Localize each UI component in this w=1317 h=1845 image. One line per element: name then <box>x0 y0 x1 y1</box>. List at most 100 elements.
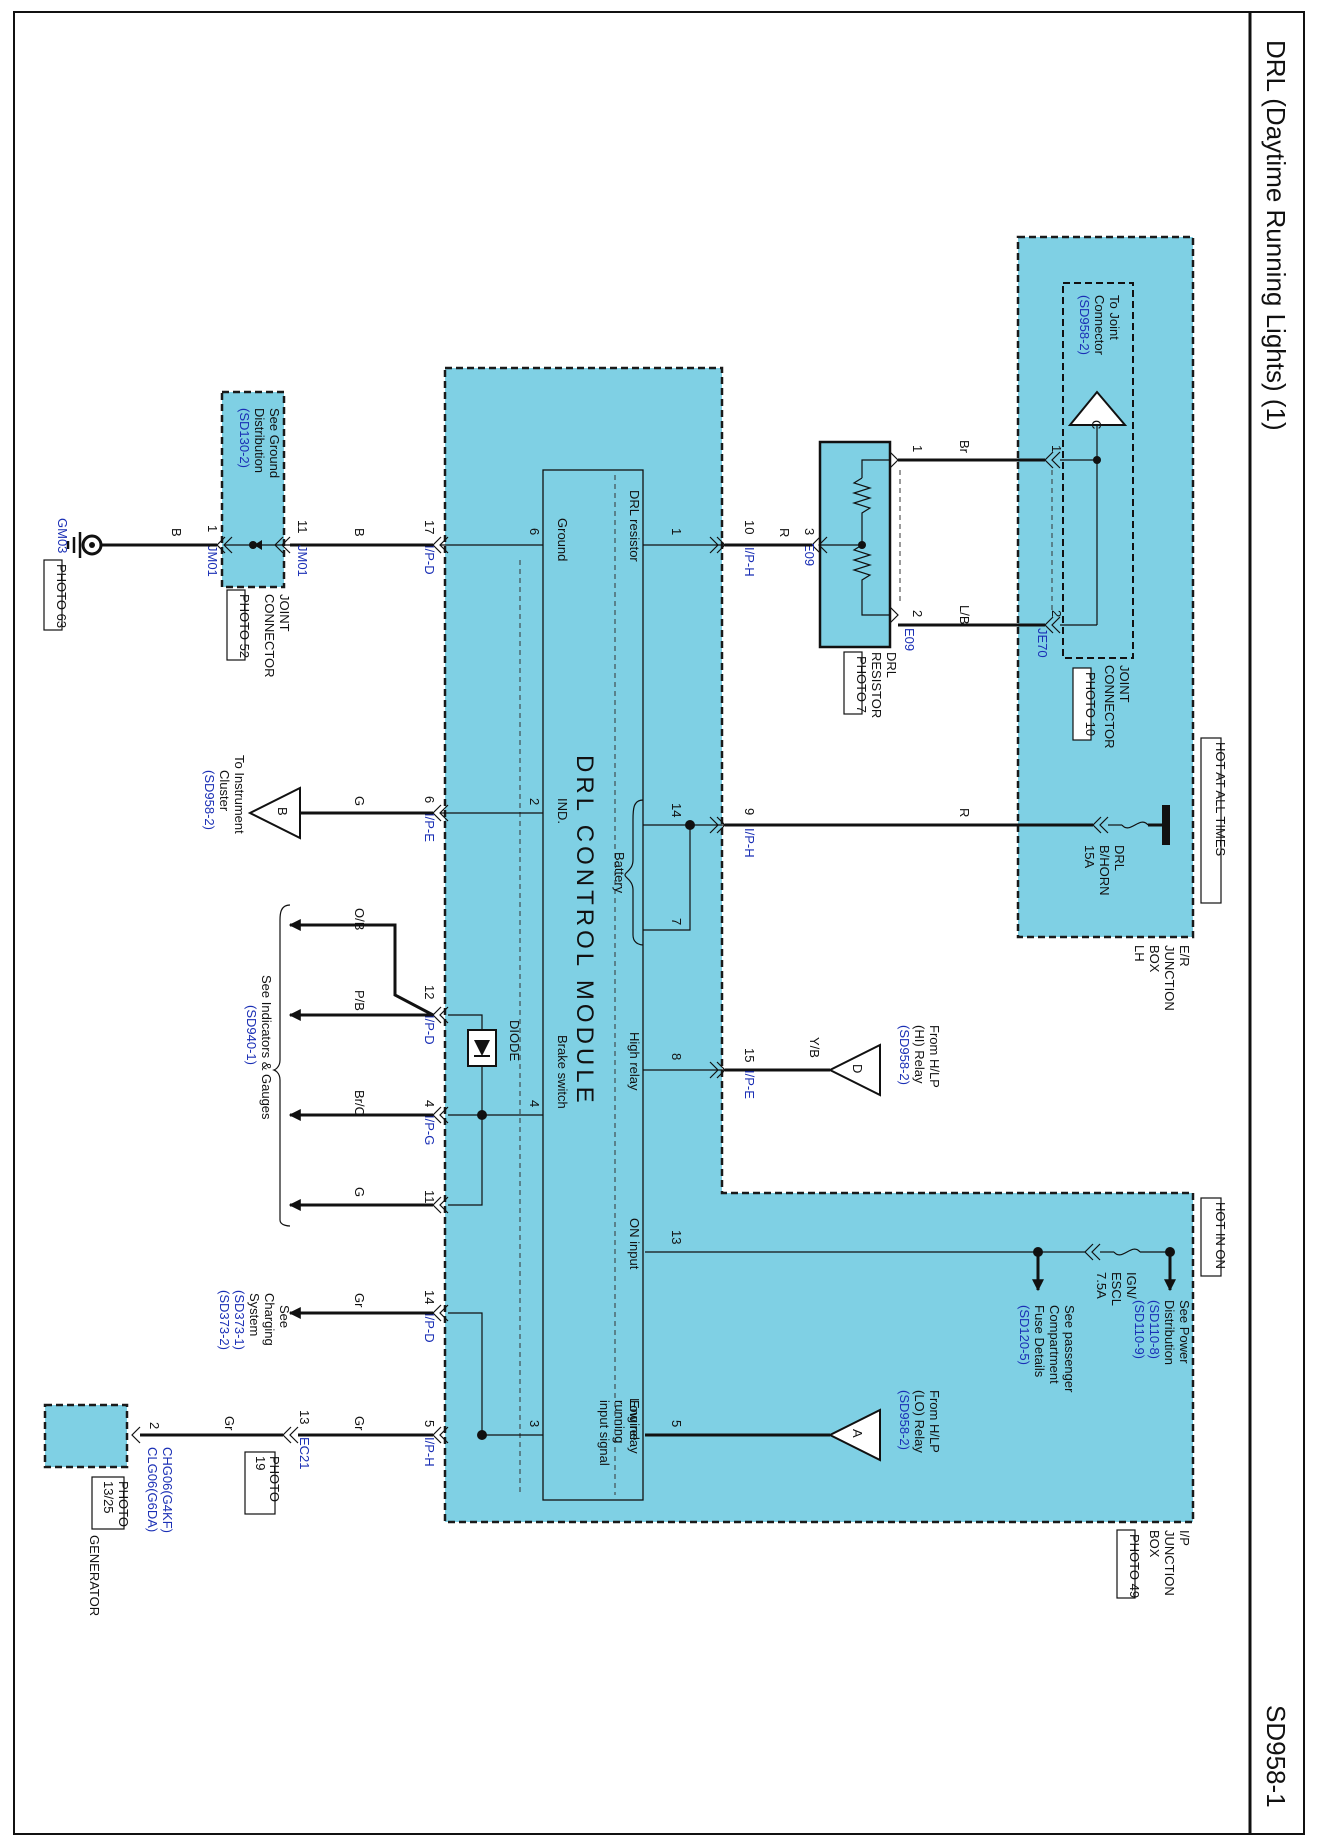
svg-text:(SD958-2): (SD958-2) <box>897 1390 912 1450</box>
je70-photo: PHOTO 10 <box>1083 672 1098 736</box>
wire-b2-label: B <box>169 528 184 537</box>
svg-text:CONNECTOR: CONNECTOR <box>262 594 277 678</box>
pin-battery-name: Battery <box>612 852 627 894</box>
pin-engine-name: Engine running input signal <box>597 1400 642 1466</box>
svg-text:(SD120-5): (SD120-5) <box>1017 1305 1032 1365</box>
conn-17-id: I/P-D <box>422 545 437 575</box>
pin-low-relay-num: 5 <box>669 1420 684 1427</box>
pin-engine-num: 3 <box>527 1420 542 1427</box>
generator-pin: 2 <box>147 1422 162 1429</box>
conn-6-pin: 6 <box>422 796 437 803</box>
triangle-a-icon <box>827 1408 881 1462</box>
svg-text:See Power: See Power <box>1177 1300 1192 1364</box>
resistor-icon <box>851 459 890 616</box>
wire-bro-label: Br/O <box>352 1090 367 1117</box>
conn-5-pin: 5 <box>422 1420 437 1427</box>
wire-b1-label: B <box>352 528 367 537</box>
resistor-pin2-connector <box>889 606 899 624</box>
svg-text:(HI) Relay: (HI) Relay <box>912 1025 927 1084</box>
diode-wire-12 <box>448 1014 483 1030</box>
svg-text:To Instrument: To Instrument <box>232 755 247 834</box>
page-id: SD958-1 <box>1261 1705 1291 1808</box>
wire-ob-label: O/B <box>352 908 367 930</box>
wire-pb-label: P/B <box>352 990 367 1011</box>
fuse-drl-label: DRL B/HORN 15A <box>1082 845 1127 896</box>
conn-6-id: I/P-E <box>422 813 437 842</box>
fuse-bus-bar <box>1162 805 1170 845</box>
jm01-left-id: JM01 <box>205 545 220 577</box>
svg-text:DRL: DRL <box>884 652 899 678</box>
cluster-desc: To Instrument Cluster (SD958-2) <box>202 755 247 834</box>
ec21-id: EC21 <box>297 1437 312 1470</box>
hot-in-on: HOT IN ON <box>1213 1202 1228 1269</box>
pin-ind-name: IND. <box>555 798 570 824</box>
svg-text:JUNCTION: JUNCTION <box>1162 945 1177 1011</box>
svg-text:B/HORN: B/HORN <box>1097 845 1112 896</box>
svg-text:(SD958-2): (SD958-2) <box>897 1025 912 1085</box>
svg-text:Fuse Details: Fuse Details <box>1032 1305 1047 1378</box>
triangle-a-label: A <box>850 1429 865 1438</box>
svg-text:(SD940-1): (SD940-1) <box>244 1005 259 1065</box>
conn-9-id: I/P-H <box>742 828 757 858</box>
svg-text:Distribution: Distribution <box>1162 1300 1177 1365</box>
joint-connector-je70-box <box>1062 282 1134 659</box>
conn-10-id: I/P-H <box>742 547 757 577</box>
ground-symbol-icon <box>66 532 103 558</box>
jm01-right-id: JM01 <box>295 545 310 577</box>
fuse-drl-icon <box>1121 821 1149 829</box>
svg-text:(SD958-2): (SD958-2) <box>202 770 217 830</box>
svg-text:(SD110-8): (SD110-8) <box>1147 1300 1162 1359</box>
svg-text:From H/LP: From H/LP <box>927 1390 942 1453</box>
pin-battery-7: 7 <box>669 918 684 925</box>
generator-photo-1: PHOTO <box>116 1481 131 1527</box>
relay-d-desc: From H/LP (HI) Relay (SD958-2) <box>897 1025 942 1088</box>
hot-in-on-box <box>1200 1197 1222 1277</box>
svg-text:BOX: BOX <box>1147 945 1162 973</box>
er-junction-label: E/R JUNCTION BOX LH <box>1132 945 1192 1011</box>
svg-text:RESISTOR: RESISTOR <box>869 652 884 718</box>
conn-9-icon <box>709 816 726 834</box>
generator-label: GENERATOR <box>87 1535 102 1616</box>
svg-text:JOINT: JOINT <box>1117 665 1132 703</box>
wire-r1-label: R <box>777 528 792 537</box>
triangle-d-label: D <box>850 1064 865 1073</box>
ground-joint-dot <box>249 541 257 549</box>
svg-text:15A: 15A <box>1082 845 1097 868</box>
svg-text:(SD373-1): (SD373-1) <box>232 1290 247 1350</box>
conn-4-id: I/P-G <box>422 1115 437 1145</box>
conn-15-icon <box>709 1061 726 1079</box>
conn-15-id: I/P-E <box>742 1070 757 1099</box>
pin-ground-num: 6 <box>527 528 542 535</box>
resistor-pin1: 1 <box>910 445 925 452</box>
triangle-c-label: C <box>1089 420 1104 429</box>
je70-photo-box <box>1072 667 1092 741</box>
svg-text:See Ground: See Ground <box>267 408 282 478</box>
conn-4-pin: 4 <box>422 1100 437 1107</box>
generator-photo-box <box>91 1476 125 1530</box>
svg-text:I/P: I/P <box>1177 1530 1192 1546</box>
svg-text:(SD130-2): (SD130-2) <box>237 408 252 468</box>
ip-photo-box <box>1116 1529 1136 1599</box>
hot-at-all-times-box <box>1200 737 1222 904</box>
pin-high-relay-name: High relay <box>627 1032 642 1091</box>
triangle-b-icon <box>247 786 301 840</box>
ec21-connector-icon <box>282 1426 299 1444</box>
ground-joint-photo: PHOTO 52 <box>237 594 252 658</box>
fuse-ign-icon <box>1113 1248 1141 1256</box>
svg-text:DRL: DRL <box>1112 845 1127 871</box>
svg-text:To Joint: To Joint <box>1107 295 1122 340</box>
pin-ind-num: 2 <box>527 798 542 805</box>
conn-14-pin: 14 <box>422 1290 437 1304</box>
svg-text:Compartment: Compartment <box>1047 1305 1062 1384</box>
wire-g1-label: G <box>352 796 367 806</box>
battery-brace <box>624 799 644 946</box>
module-title: DRL CONTROL MODULE <box>571 755 598 1107</box>
resistor-id-top: E09 <box>802 543 817 566</box>
svg-text:From H/LP: From H/LP <box>927 1025 942 1088</box>
drl-resistor-label: DRL RESISTOR <box>869 652 899 718</box>
gm03-photo: PHOTO 63 <box>54 564 69 628</box>
pin-on-input-num: 13 <box>669 1230 684 1244</box>
battery-bridge-wire <box>643 824 691 931</box>
je70-pin1: 1 <box>1049 445 1064 452</box>
conn-12-id: I/P-D <box>422 1015 437 1045</box>
